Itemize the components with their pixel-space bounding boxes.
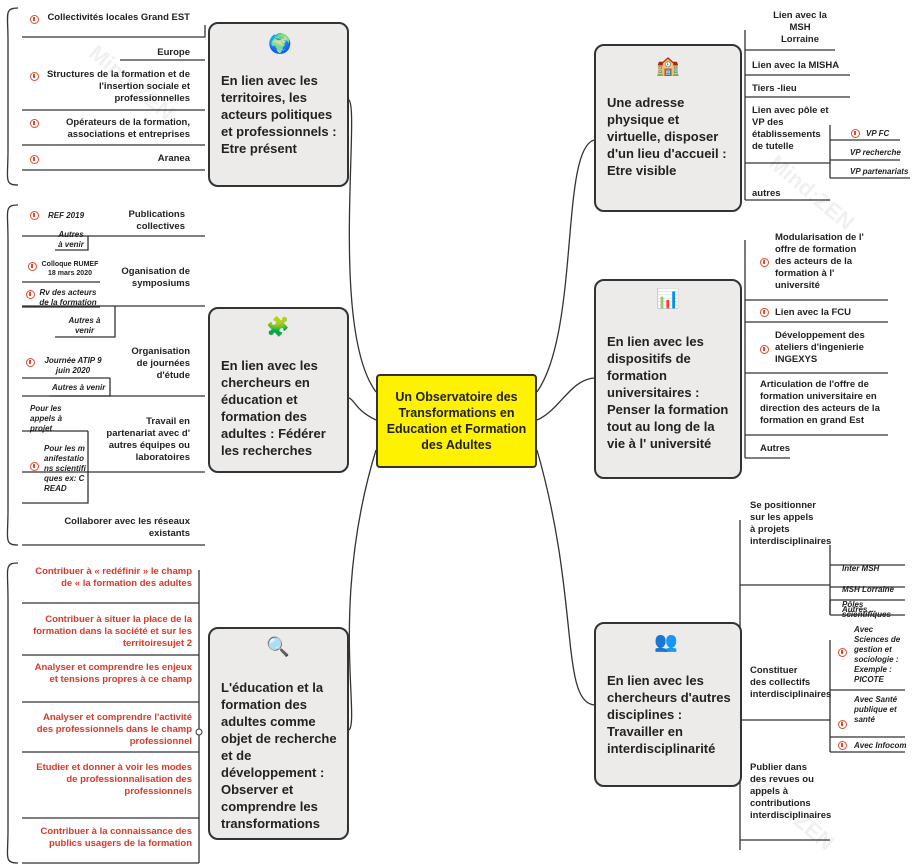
topic-objet[interactable]: 🔍 L'éducation et la formation des adulte… (208, 627, 349, 840)
branch-item[interactable]: Collectivités locales Grand EST (47, 12, 190, 23)
central-topic[interactable]: Un Observatoire des Transformations en E… (376, 374, 537, 468)
branch-item[interactable]: Autres à venir (58, 230, 84, 249)
branch-item[interactable]: Constituer des collectifs interdisciplin… (750, 665, 832, 700)
topic-text: En lien avec les chercheurs en éducation… (221, 358, 326, 458)
topic-disciplines[interactable]: 👥 En lien avec les chercheurs d'autres d… (594, 622, 742, 787)
branch-item[interactable]: Analyser et comprendre l'activité des pr… (36, 712, 192, 747)
branch-item[interactable]: Pour les appels à projet (30, 404, 63, 433)
branch-item[interactable]: Développement des ateliers d'ingenierie … (775, 330, 865, 365)
marker-icon (30, 462, 39, 471)
branch-item[interactable]: Articulation de l'offre de formation uni… (760, 379, 880, 426)
branch-item[interactable]: Organisation de journées d'étude (131, 346, 190, 381)
branch-item[interactable]: REF 2019 (48, 211, 85, 220)
branch-item[interactable]: Publier dans des revues ou appels à cont… (750, 762, 832, 821)
branch-item[interactable]: Collaborer avec les réseaux existants (64, 516, 190, 539)
marker-icon (838, 720, 847, 729)
branch-item[interactable]: Lien avec pôle et VP des établissements … (752, 105, 829, 152)
branch-item[interactable]: Se positionner sur les appels à projets … (750, 500, 832, 547)
topic-dispositifs[interactable]: 📊 En lien avec les dispositifs de format… (594, 279, 742, 479)
branch-item[interactable]: Lien avec la MISHA (752, 60, 840, 71)
branch-item[interactable]: Avec Santé publique et santé (854, 695, 898, 724)
branch-item[interactable]: Aranea (157, 153, 190, 164)
people-group-icon: 👥 (654, 632, 678, 653)
branch-item[interactable]: Inter MSH (842, 564, 880, 573)
topic-text: Une adresse physique et virtuelle, dispo… (607, 95, 727, 178)
presentation-board-icon: 📊 (656, 289, 680, 310)
topic-text: En lien avec les dispositifs de formatio… (607, 334, 729, 451)
magnifier-icon: 🔍 (266, 637, 290, 658)
branch-item[interactable]: Etudier et donner à voir les modes de pr… (36, 762, 192, 797)
branch-item[interactable]: Journée ATIP 9 juin 2020 (44, 356, 102, 375)
branch-item[interactable]: Travail en partenariat avec d' autres éq… (106, 416, 190, 463)
branch-item[interactable]: Publications collectives (128, 209, 185, 232)
branch-item[interactable]: Structures de la formation et de l'inser… (46, 69, 190, 104)
branch-item[interactable]: Pour les manifestations scientifiques ex… (44, 444, 86, 493)
topic-adresse[interactable]: 🏫 Une adresse physique et virtuelle, dis… (594, 44, 742, 212)
puzzle-icon: 🧩 (266, 317, 290, 338)
marker-icon (28, 262, 37, 271)
branch-item[interactable]: Opérateurs de la formation, associations… (65, 117, 190, 140)
branch-item[interactable]: Autres (760, 443, 791, 454)
branch-item[interactable]: Oganisation de symposiums (121, 266, 190, 289)
branch-item[interactable]: VP recherche (850, 148, 901, 157)
marker-icon (30, 211, 39, 220)
branch-item[interactable]: Avec Sciences de gestion et sociologie :… (854, 625, 901, 684)
marker-icon (30, 119, 39, 128)
marker-icon (838, 741, 847, 750)
branch-item[interactable]: Rv des acteurs de la formation (39, 288, 97, 307)
topic-text: En lien avec les chercheurs d'autres dis… (607, 673, 731, 756)
branch-item[interactable]: Pôles scientifiques (842, 600, 891, 619)
marker-icon (30, 72, 39, 81)
marker-icon (30, 15, 39, 24)
branch-item[interactable]: Autres à venir (52, 383, 106, 392)
globe-icon: 🌍 (268, 34, 292, 55)
branch-item[interactable]: Europe (157, 47, 190, 58)
branch-item[interactable]: VP partenariats (850, 167, 909, 176)
marker-icon (760, 258, 769, 267)
branch-item[interactable]: Avec Infocom (854, 741, 907, 750)
marker-icon (26, 358, 35, 367)
branch-item[interactable]: Autres à venir (68, 316, 101, 335)
branch-item[interactable]: Contribuer à « redéfinir » le champ de «… (35, 566, 192, 589)
branch-item[interactable]: Lien avec la FCU (775, 307, 852, 318)
branch-item[interactable]: Contribuer à la connaissance des publics… (40, 826, 192, 849)
branch-item[interactable]: Tiers -lieu (752, 83, 797, 94)
topic-text: L'éducation et la formation des adultes … (221, 680, 337, 831)
topic-chercheurs[interactable]: 🧩 En lien avec les chercheurs en éducati… (208, 307, 349, 473)
branch-item[interactable]: Colloque RUMEF 18 mars 2020 (41, 261, 99, 277)
branch-item[interactable]: MSH Lorraine (842, 585, 895, 594)
marker-icon (30, 155, 39, 164)
branch-item[interactable]: autres (752, 188, 781, 199)
marker-icon (760, 308, 769, 317)
marker-icon (26, 290, 35, 299)
topic-territoires[interactable]: 🌍 En lien avec les territoires, les acte… (208, 22, 349, 187)
branch-item[interactable]: Contribuer à situer la place de la forma… (33, 614, 192, 649)
marker-icon (838, 648, 847, 657)
branch-item[interactable]: Analyser et comprendre les enjeux et ten… (34, 662, 192, 685)
building-icon: 🏫 (656, 56, 680, 77)
marker-icon (851, 129, 860, 138)
branch-item[interactable]: Modularisation de l' offre de formation … (775, 232, 864, 291)
topic-text: En lien avec les territoires, les acteur… (221, 73, 337, 156)
branch-item[interactable]: VP FC (866, 129, 890, 138)
branch-item[interactable]: Autres ... (842, 605, 877, 614)
marker-icon (760, 345, 769, 354)
branch-item[interactable]: Lien avec la MSH Lorraine (773, 10, 827, 45)
